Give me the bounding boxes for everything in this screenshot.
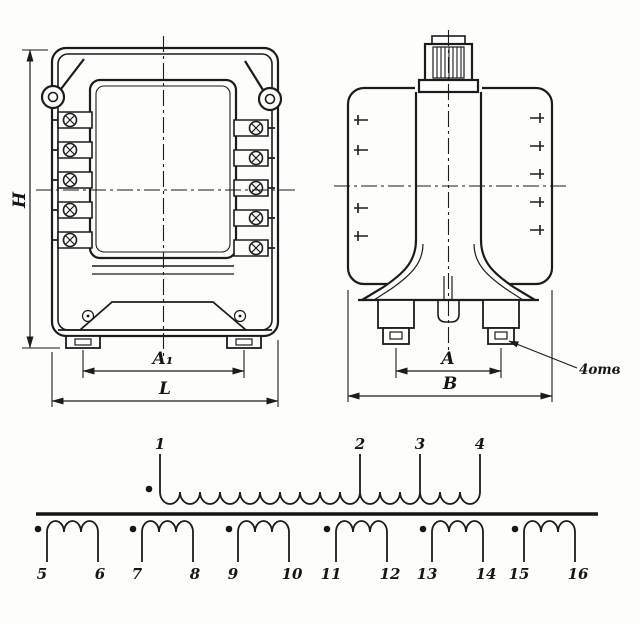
secondary-winding-6: 15 16 — [509, 520, 589, 583]
winding-schematic: 1 2 3 4 5 6 7 8 9 10 — [34, 435, 598, 583]
side-view: A B 4отв — [334, 30, 621, 402]
primary-terminal-2: 2 — [354, 435, 365, 453]
front-view: H A₁ L — [10, 36, 298, 407]
secondary-winding-5: 13 14 — [417, 520, 497, 583]
secondary-terminal-8: 8 — [190, 565, 201, 583]
dimension-height: H — [10, 49, 60, 349]
dimension-feet-span-side: A — [395, 348, 502, 378]
secondary-terminal-12: 12 — [380, 565, 401, 583]
dim-label-height: H — [10, 191, 30, 209]
primary-terminal-3: 3 — [415, 435, 425, 453]
secondary-winding-3: 9 10 — [225, 520, 303, 583]
dimension-feet-span-front: A₁ — [82, 349, 245, 378]
base-assembly — [58, 301, 272, 349]
dimension-width-front: L — [51, 340, 279, 407]
side-terminal-lugs — [354, 113, 544, 241]
strap-ears — [40, 58, 283, 112]
secondary-terminal-14: 14 — [476, 565, 497, 583]
secondary-terminal-13: 13 — [417, 565, 438, 583]
terminals-right — [233, 119, 275, 257]
primary-winding: 1 2 3 4 — [145, 435, 485, 505]
secondary-terminal-7: 7 — [132, 565, 143, 583]
secondary-terminal-6: 6 — [95, 565, 106, 583]
primary-terminal-4: 4 — [475, 435, 485, 453]
dim-label-width-front: L — [158, 379, 171, 399]
side-base — [358, 239, 539, 345]
secondary-terminal-11: 11 — [321, 565, 342, 583]
secondary-terminal-10: 10 — [282, 565, 303, 583]
holes-callout: 4отв — [508, 340, 621, 378]
secondary-terminal-5: 5 — [37, 565, 47, 583]
front-centerlines — [36, 36, 298, 356]
secondary-terminal-9: 9 — [228, 565, 239, 583]
dim-label-width-side: B — [442, 374, 457, 394]
dim-label-feet-span-side: A — [439, 349, 454, 369]
side-centerlines — [334, 30, 566, 358]
secondary-winding-2: 7 8 — [129, 520, 201, 583]
primary-phase-dot — [145, 485, 153, 493]
secondary-winding-1: 5 6 — [34, 520, 106, 583]
dim-label-feet-span-front: A₁ — [151, 349, 174, 369]
secondary-terminal-16: 16 — [568, 565, 589, 583]
secondary-terminal-15: 15 — [509, 565, 530, 583]
holes-note-label: 4отв — [579, 362, 621, 378]
secondary-winding-4: 11 12 — [321, 520, 401, 583]
dimension-width-side: B — [347, 290, 553, 402]
primary-terminal-1: 1 — [155, 435, 165, 453]
terminals-left — [52, 111, 93, 249]
